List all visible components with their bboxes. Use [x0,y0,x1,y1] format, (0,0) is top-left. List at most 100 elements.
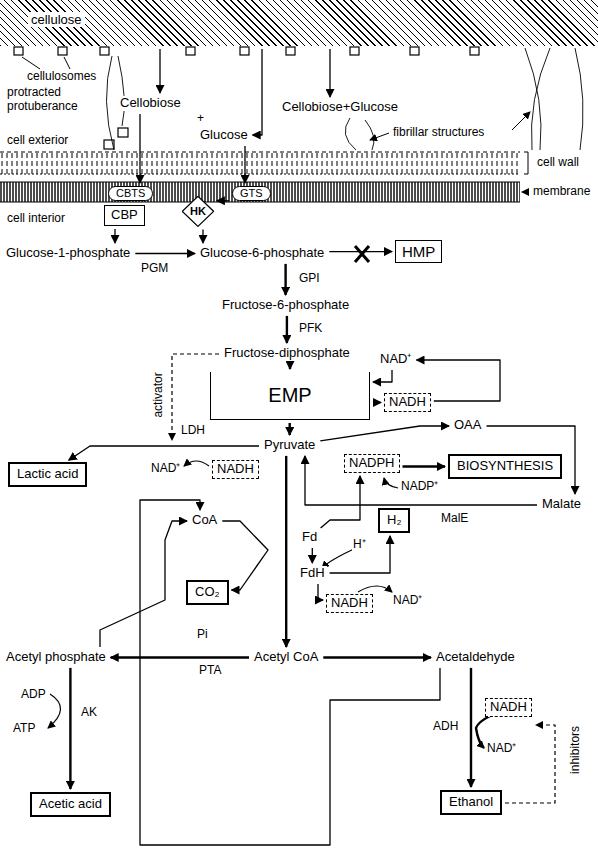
node-text: Acetic acid [39,796,102,811]
node-text: Acetyl CoA [254,649,318,664]
node-text: Fructose-6-phosphate [222,297,349,312]
node-text: Acetyl phosphate [6,649,106,664]
metabolite: Glucose-1-phosphate [4,246,132,261]
connector [373,370,392,382]
enzyme-label: PFK [298,322,323,336]
product-box: BIOSYNTHESIS [448,454,562,479]
plus-sign: + [196,112,205,126]
callout-label: protracted protuberance [6,86,100,114]
node-text: Ethanol [449,794,493,809]
node-text: FdH [300,565,325,580]
connector [323,656,431,658]
cofactor-label: NAD⁺ [150,462,181,476]
node-text: Acetaldehyde [436,649,515,664]
enzyme-label: ADH [432,720,459,734]
connector [100,521,187,647]
cofactor-label: NAD⁺ [392,594,423,608]
connector [244,146,245,183]
node-text: Glucose-1-phosphate [6,245,130,260]
cofactor-box: NADH [485,698,532,717]
cofactor-box: NADH [326,594,373,613]
metabolite: CoA [190,513,219,528]
node-text: Cellobiose [120,95,181,110]
connector [217,200,229,201]
connector [202,230,203,243]
node-text: Glucose-6-phosphate [200,245,324,260]
node-text: NAD⁺ [380,351,411,366]
connector [286,316,288,343]
node-text: Cellobiose+Glucose [282,99,398,114]
metabolite: Acetyl phosphate [4,650,108,665]
node-text: EMP [268,384,311,407]
binding-protein: CBP [104,205,145,226]
metabolite: Glucose-6-phosphate [198,246,326,261]
membrane-band [0,182,520,202]
transport-system: GTS [232,186,271,201]
metabolite: OAA [452,418,483,433]
cofactor-label: Pi [196,628,209,642]
connector [140,500,440,845]
node-text: CBTS [116,187,145,199]
node-text: NADH [490,699,527,714]
cofactor-label: H⁺ [352,538,367,552]
product-box: Acetic acid [30,792,111,817]
node-text: CBP [111,207,138,222]
metabolite: Malate [540,497,583,512]
pathway-box: HMP [395,240,442,263]
connector [222,521,268,590]
node-text: GTS [240,187,263,199]
connector [69,668,71,789]
connector [114,229,115,243]
metabolite: Fd [300,530,319,545]
node-text: Pyruvate [264,437,315,452]
node-text: CoA [192,512,217,527]
cofactor-label: ATP [12,722,36,736]
cell-wall-band [0,152,520,174]
connector [321,476,360,528]
node-text: HK [190,205,206,217]
fibrillar-structures [106,48,583,150]
connector [253,49,262,135]
connector [289,423,291,435]
node-text: BIOSYNTHESIS [457,458,553,473]
cofactor-label: NAD⁺ [486,742,517,756]
node-text: NADH [331,595,368,610]
connector [289,364,291,369]
node-text: NADH [217,461,254,476]
callout-label: cellulosomes [26,70,97,84]
cofactor-box: NADH [212,460,259,479]
cofactor: NAD⁺ [378,352,413,367]
connector [403,465,446,467]
connector [284,264,286,295]
product-box: Ethanol [440,790,502,815]
metabolite: Glucose [198,128,250,143]
leader-lines [22,57,530,192]
enzyme-label: LDH [180,424,206,438]
connector [285,456,287,647]
connector [373,402,381,403]
product-box: Lactic acid [8,462,87,487]
node-text: Fructose-diphosphate [224,345,350,360]
cellulose-band: cellulose [0,0,598,46]
node-text: H₂ [387,512,401,527]
product-box: CO₂ [186,580,229,605]
connector [318,584,323,600]
metabolite: FdH [298,566,327,581]
pathway-bracket: EMP [210,372,370,420]
regulation-label: activator [151,371,165,418]
transport-system: CBTS [108,186,153,201]
enzyme-label: PTA [198,664,222,678]
enzyme-label: AK [80,706,98,720]
connector [139,114,140,183]
product-box: H₂ [378,508,410,533]
regulation-label: inhibitors [569,725,583,775]
enzyme-diamond: HK [182,196,214,227]
connector [320,426,449,441]
connector [312,548,313,563]
metabolite: Fructose-diphosphate [222,346,352,361]
metabolite: Acetaldehyde [434,650,517,665]
node-text: Lactic acid [17,466,78,481]
